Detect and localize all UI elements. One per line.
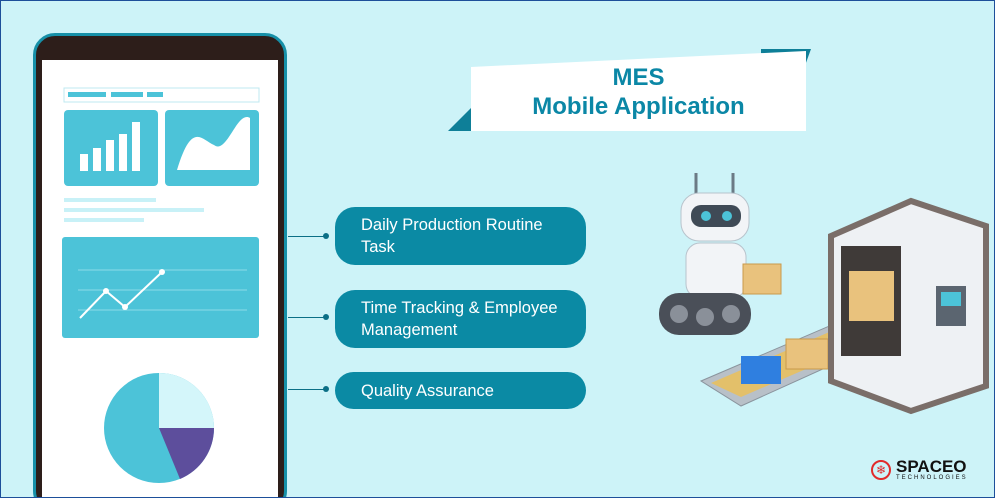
- phone-screen: [42, 60, 278, 497]
- feature-time-tracking: Time Tracking & Employee Management: [335, 290, 586, 348]
- page-title: MES Mobile Application: [532, 64, 745, 120]
- dashboard-illustration: [62, 87, 260, 483]
- maple-leaf-icon: ❄: [871, 460, 891, 480]
- robot-conveyor-illustration: [659, 173, 989, 415]
- feature-daily-production: Daily Production Routine Task: [335, 207, 586, 265]
- title-banner: [471, 51, 806, 131]
- feature-quality-assurance: Quality Assurance: [335, 372, 586, 409]
- line-chart-icon: [62, 237, 259, 338]
- spaceo-logo: ❄ SPACEO TECHNOLOGIES: [871, 458, 968, 481]
